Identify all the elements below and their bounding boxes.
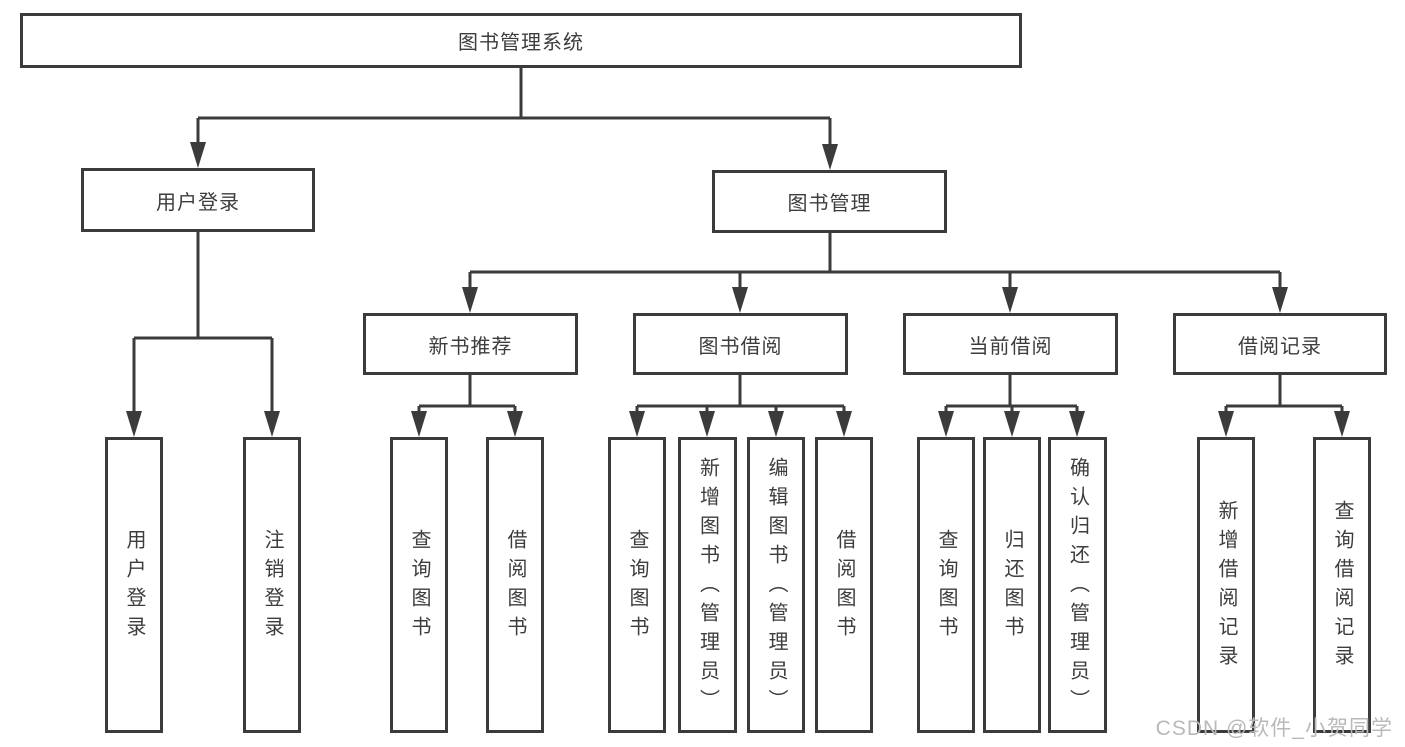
leaf-query-books-recommend: 查询图书 xyxy=(390,437,448,733)
leaf-query-books-current: 查询图书 xyxy=(917,437,975,733)
leaf-query-borrow-record: 查询借阅记录 xyxy=(1313,437,1371,733)
node-library-management-system: 图书管理系统 xyxy=(20,13,1022,68)
leaf-user-login: 用户登录 xyxy=(105,437,163,733)
leaf-add-borrow-record: 新增借阅记录 xyxy=(1197,437,1255,733)
leaf-return-book: 归还图书 xyxy=(983,437,1041,733)
node-book-management: 图书管理 xyxy=(712,170,947,233)
node-borrowing-records: 借阅记录 xyxy=(1173,313,1387,375)
leaf-add-book-admin: 新增图书（管理员） xyxy=(678,437,737,733)
leaf-confirm-return-admin: 确认归还（管理员） xyxy=(1048,437,1107,733)
node-new-book-recommendation: 新书推荐 xyxy=(363,313,578,375)
node-current-borrowing: 当前借阅 xyxy=(903,313,1118,375)
leaf-borrow-books-recommend: 借阅图书 xyxy=(486,437,544,733)
node-book-borrowing: 图书借阅 xyxy=(633,313,848,375)
leaf-borrow-books: 借阅图书 xyxy=(815,437,873,733)
node-user-login: 用户登录 xyxy=(81,168,315,232)
leaf-logout: 注销登录 xyxy=(243,437,301,733)
csdn-watermark: CSDN @软件_小贺同学 xyxy=(1155,717,1393,740)
leaf-query-books-borrow: 查询图书 xyxy=(608,437,666,733)
leaf-edit-book-admin: 编辑图书（管理员） xyxy=(747,437,805,733)
